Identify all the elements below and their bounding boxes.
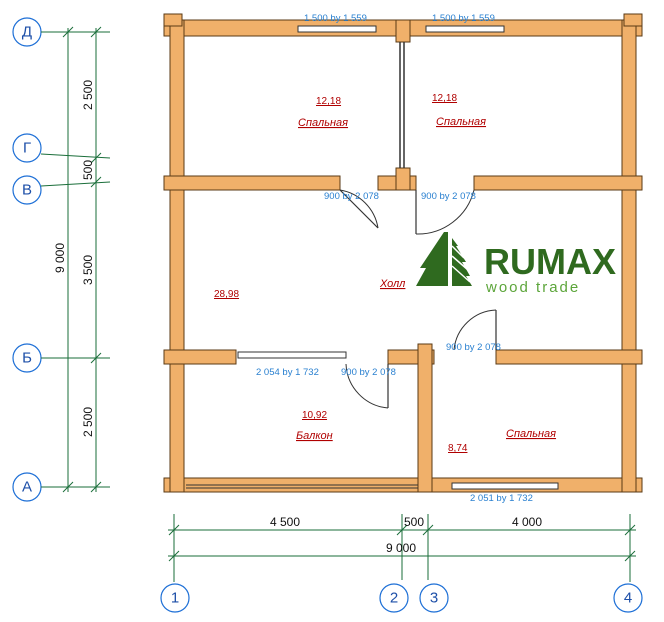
- room-name-1: Спальная: [298, 117, 348, 129]
- logo-sub-text: wood trade: [485, 279, 580, 296]
- axis-bubble-4: 4: [613, 583, 643, 613]
- dim-left-outer: 9 000: [53, 243, 67, 273]
- room-area-2: 12,18: [432, 93, 457, 104]
- svg-text:Г: Г: [23, 140, 31, 157]
- door-label-3: 900 by 2 078: [341, 367, 396, 378]
- window-top-left: [297, 25, 377, 33]
- axis-leaders-left: [40, 31, 111, 488]
- dim-left-4: 2 500: [81, 407, 95, 437]
- axis-bubble-3: 3: [419, 583, 449, 613]
- dim-bottom-3: 4 000: [512, 515, 542, 529]
- axis-numbers: 1 2 3 4: [160, 583, 643, 613]
- room-name-4: Балкон: [296, 430, 333, 442]
- door-label-2: 900 by 2 078: [421, 191, 476, 202]
- axis-bubble-d: Д: [12, 17, 42, 47]
- svg-text:Б: Б: [22, 350, 32, 367]
- window-balcony-lower: [237, 351, 347, 359]
- room-name-5: Спальная: [506, 428, 556, 440]
- axis-bubble-2: 2: [379, 583, 409, 613]
- dim-bottom-1: 4 500: [270, 515, 300, 529]
- room-name-2: Спальная: [436, 116, 486, 128]
- svg-text:В: В: [22, 182, 32, 199]
- dim-left-1: 2 500: [81, 80, 95, 110]
- dims-vertical: 9 000 2 500 500 3 500 2 500: [53, 26, 102, 493]
- door-label-4: 900 by 2 078: [446, 342, 501, 353]
- window-label-4: 2 051 by 1 732: [470, 493, 533, 504]
- room-area-4: 10,92: [302, 410, 327, 421]
- window-bottom-right: [451, 482, 559, 490]
- dim-bottom-2: 500: [404, 515, 424, 529]
- room-area-5: 8,74: [448, 443, 468, 454]
- axis-bubble-a: А: [12, 472, 42, 502]
- axis-bubble-b: Б: [12, 343, 42, 373]
- svg-text:1: 1: [171, 590, 179, 607]
- axis-bubble-g: Г: [12, 133, 42, 163]
- window-label-1: 1 500 by 1 559: [304, 13, 367, 24]
- room-labels: 12,18 Спальная 12,18 Спальная 28,98 Холл…: [214, 93, 556, 454]
- logo-main-text: RUMAX: [484, 241, 616, 282]
- doors: 900 by 2 078 900 by 2 078 900 by 2 078 9…: [324, 189, 501, 409]
- tree-logo-icon: [416, 232, 472, 286]
- window-label-2: 1 500 by 1 559: [432, 13, 495, 24]
- svg-text:Д: Д: [22, 24, 32, 41]
- svg-text:4: 4: [624, 590, 632, 607]
- room-name-3: Холл: [379, 278, 405, 290]
- dim-bottom-total: 9 000: [386, 541, 416, 555]
- svg-text:3: 3: [430, 590, 438, 607]
- dim-left-3: 3 500: [81, 255, 95, 285]
- dims-horizontal: 4 500 500 4 000 9 000: [168, 514, 636, 582]
- dim-left-2: 500: [81, 160, 95, 180]
- door-label-1: 900 by 2 078: [324, 191, 379, 202]
- axis-bubble-v: В: [12, 175, 42, 205]
- room-area-3: 28,98: [214, 289, 239, 300]
- window-label-3: 2 054 by 1 732: [256, 367, 319, 378]
- svg-text:А: А: [22, 479, 32, 496]
- svg-text:2: 2: [390, 590, 398, 607]
- room-area-1: 12,18: [316, 96, 341, 107]
- window-top-right: [425, 25, 505, 33]
- axis-bubble-1: 1: [160, 583, 190, 613]
- windows: 1 500 by 1 559 1 500 by 1 559 2 054 by 1…: [186, 13, 559, 504]
- axis-letters: Д Г В Б А: [12, 17, 42, 502]
- rumax-logo: RUMAX wood trade: [416, 232, 616, 296]
